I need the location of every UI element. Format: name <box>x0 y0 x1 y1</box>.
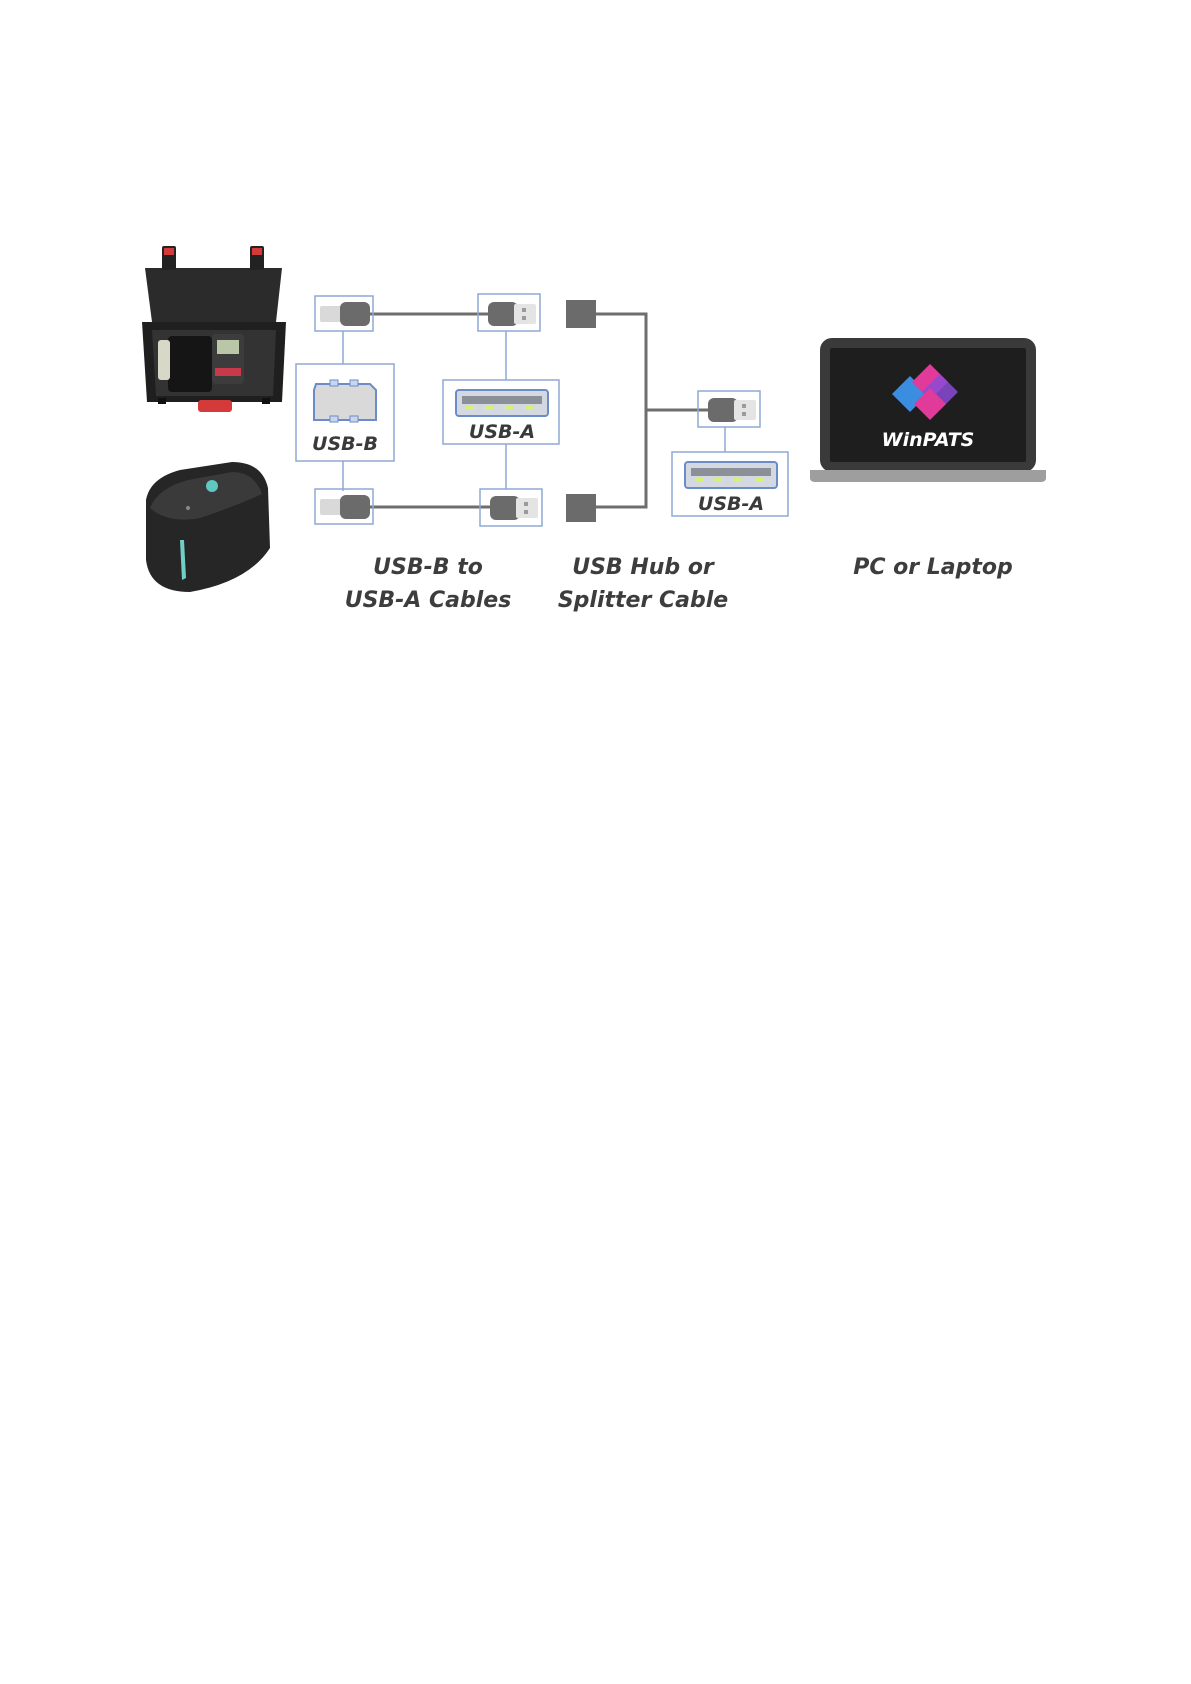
usb-b-plug-top <box>320 302 370 326</box>
caption-hub-line2: Splitter Cable <box>558 588 728 613</box>
caption-hub-line1: USB Hub or <box>572 555 715 580</box>
usb-b-port-callout: USB-B <box>296 364 394 461</box>
laptop-icon: WinPATS <box>810 338 1046 482</box>
caption-pc: PC or Laptop <box>853 555 1013 580</box>
instrument-case-icon <box>142 246 286 412</box>
usb-a-port-callout-hub: USB-A <box>672 452 788 516</box>
usb-a-plug-bottom <box>490 496 538 520</box>
caption-cables-line2: USB-A Cables <box>345 588 512 613</box>
usb-a-plug-top <box>488 302 536 326</box>
winpats-label: WinPATS <box>882 429 975 451</box>
label-printer-icon <box>146 462 270 592</box>
usb-a-hub-label: USB-A <box>698 493 764 515</box>
usb-a-cable-label: USB-A <box>469 421 535 443</box>
usb-b-label: USB-B <box>312 433 378 455</box>
hub-port-bottom <box>566 494 596 522</box>
usb-a-port-callout-cable: USB-A <box>443 380 559 444</box>
usb-a-plug-hub <box>708 398 756 422</box>
hub-port-top <box>566 300 596 328</box>
caption-cables-line1: USB-B to <box>373 555 483 580</box>
usb-b-plug-bottom <box>320 495 370 519</box>
